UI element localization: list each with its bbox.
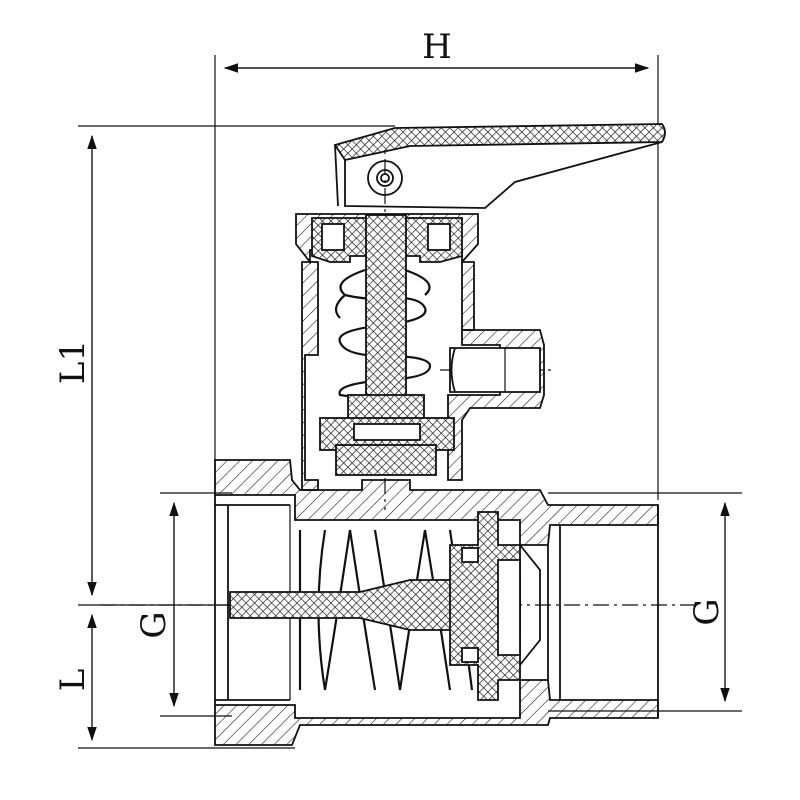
dimension-label-g-right: G (687, 598, 727, 625)
cap-insert (311, 217, 463, 263)
dimension-l (78, 604, 295, 749)
upper-disc-assembly (319, 394, 455, 476)
lever-handle (333, 123, 666, 209)
dimension-label-g-left: G (134, 611, 174, 638)
dimension-label-l1: L1 (53, 340, 93, 384)
lower-disc-assembly (449, 511, 541, 701)
dimension-l1 (78, 125, 395, 597)
dimension-label-h: H (422, 27, 452, 67)
valve-stem (365, 214, 407, 426)
dimension-label-l: L (53, 669, 93, 692)
